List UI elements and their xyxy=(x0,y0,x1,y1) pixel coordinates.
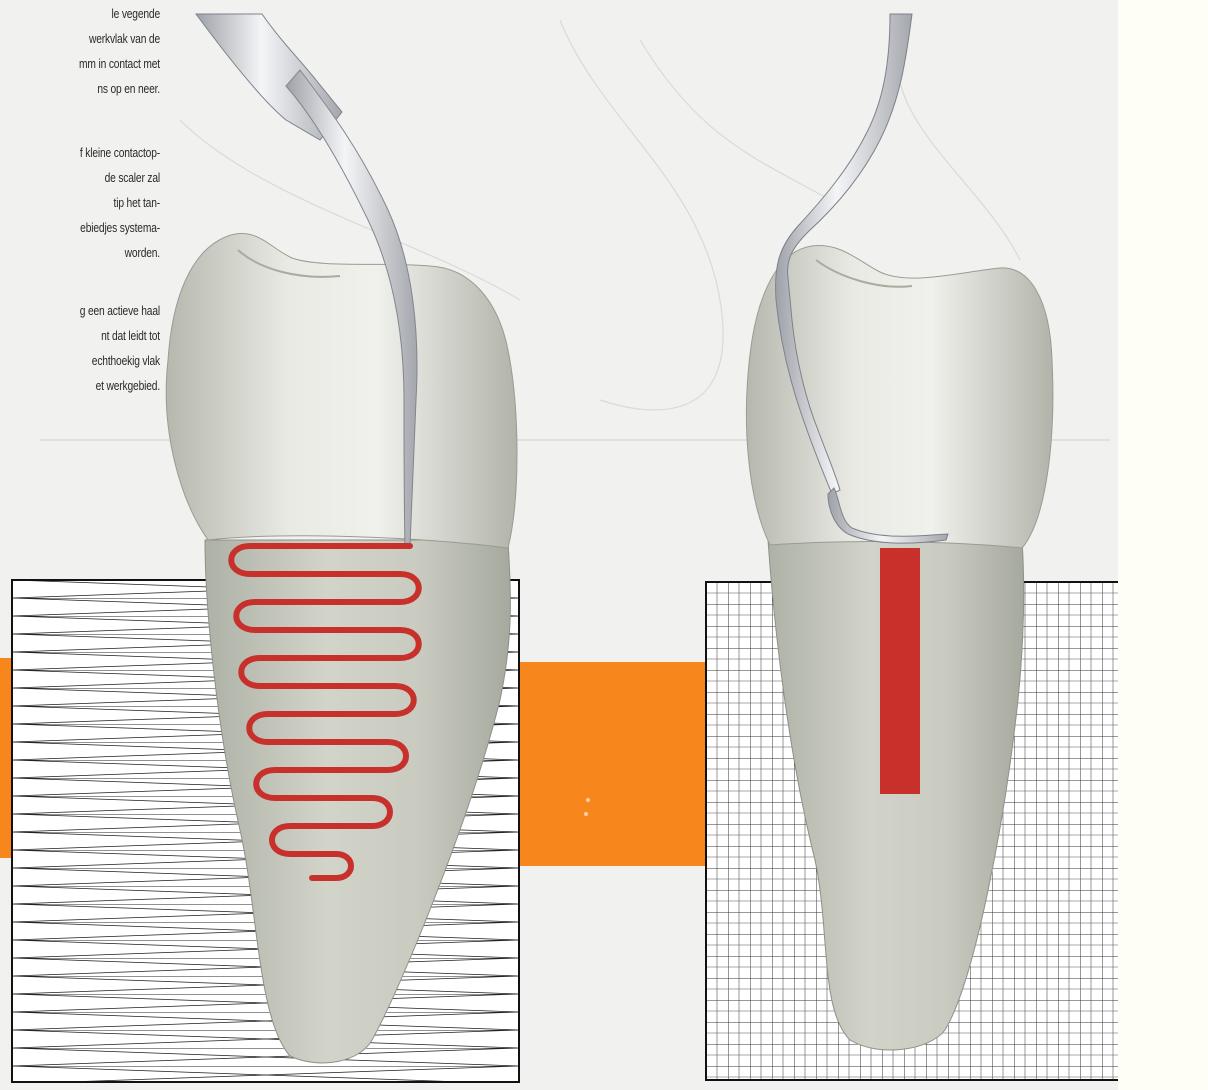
orange-bar-left xyxy=(0,658,12,858)
text-line: nt dat leidt tot xyxy=(29,324,160,349)
text-line: le vegende xyxy=(29,2,160,27)
text-line: g een actieve haal xyxy=(29,299,160,324)
text-line: ns op en neer. xyxy=(29,77,160,102)
text-line: ebiedjes systema- xyxy=(29,216,160,241)
text-line: werkvlak van de xyxy=(29,27,160,52)
paragraph-3: g een actieve haal nt dat leidt tot echt… xyxy=(0,299,160,399)
text-line: mm in contact met xyxy=(29,52,160,77)
paragraph-2: f kleine contactop- de scaler zal tip he… xyxy=(0,141,160,266)
text-line: f kleine contactop- xyxy=(29,141,160,166)
orange-bar-center xyxy=(519,662,705,866)
paragraph-1: le vegende werkvlak van de mm in contact… xyxy=(0,2,160,102)
text-line: worden. xyxy=(29,241,160,266)
text-line: echthoekig vlak xyxy=(29,349,160,374)
text-line: de scaler zal xyxy=(29,166,160,191)
text-line: tip het tan- xyxy=(29,191,160,216)
vertical-stroke-bar xyxy=(880,548,920,794)
page-margin xyxy=(1118,0,1208,1090)
printer-dot xyxy=(586,798,590,802)
printer-dot xyxy=(584,812,588,816)
text-line: et werkgebied. xyxy=(29,374,160,399)
